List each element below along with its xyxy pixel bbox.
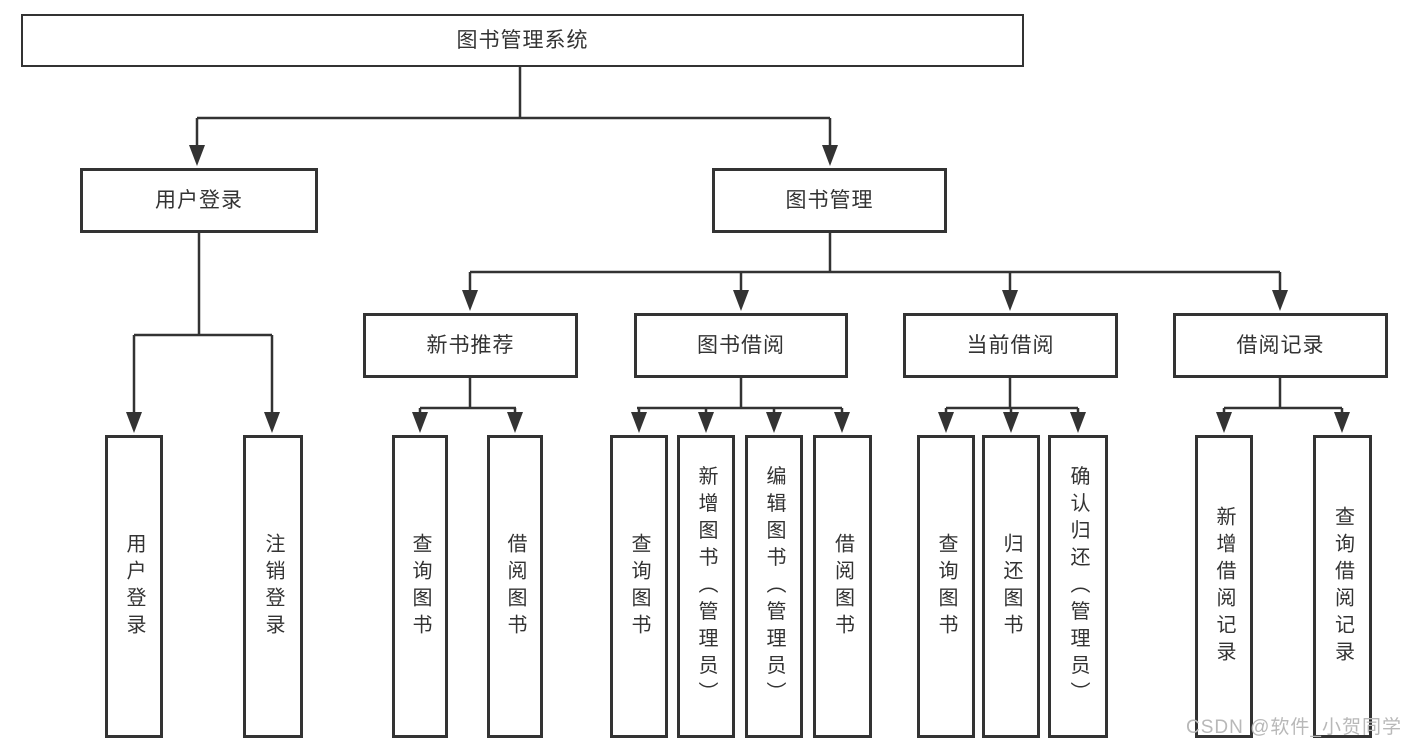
leaf-user-login: 用户登录 [105,435,163,738]
connector-segments [132,64,1344,413]
leaf-logout: 注销登录 [243,435,303,738]
leaf-return-book: 归还图书 [982,435,1040,738]
node-label: 图书管理系统 [456,29,589,52]
leaf-edit-book-admin: 编辑图书（管理员） [745,435,803,738]
leaf-label: 归还图书 [1000,532,1022,641]
node-current-borrow: 当前借阅 [903,313,1118,378]
leaf-label: 查询图书 [409,532,431,641]
watermark: CSDN @软件_小贺同学 [1186,717,1402,738]
leaf-add-borrow-record: 新增借阅记录 [1195,435,1253,738]
leaf-label: 新增图书（管理员） [695,465,717,708]
leaf-label: 查询借阅记录 [1331,505,1354,668]
leaf-label: 借阅图书 [504,532,526,641]
node-label: 借阅记录 [1236,334,1325,357]
leaf-confirm-return-admin: 确认归还（管理员） [1048,435,1108,738]
leaf-label: 借阅图书 [831,532,854,641]
leaf-query-books-recommend: 查询图书 [392,435,448,738]
leaf-query-books-borrow: 查询图书 [610,435,668,738]
leaf-label: 确认归还（管理员） [1067,465,1089,708]
node-user-login: 用户登录 [80,168,318,233]
node-book-borrow: 图书借阅 [634,313,848,378]
node-root: 图书管理系统 [21,14,1024,67]
node-label: 用户登录 [155,189,243,212]
leaf-query-borrow-record: 查询借阅记录 [1313,435,1372,738]
node-borrow-record: 借阅记录 [1173,313,1388,378]
node-label: 图书管理 [785,189,874,212]
leaf-borrow-books-recommend: 借阅图书 [487,435,543,738]
node-book-management: 图书管理 [712,168,947,233]
leaf-label: 编辑图书（管理员） [763,465,785,708]
leaf-label: 查询图书 [935,532,957,641]
leaf-add-book-admin: 新增图书（管理员） [677,435,735,738]
leaf-borrow-books: 借阅图书 [813,435,872,738]
node-label: 图书借阅 [697,334,785,357]
leaf-label: 查询图书 [628,532,650,641]
node-new-book-recommend: 新书推荐 [363,313,578,378]
node-label: 当前借阅 [966,334,1055,357]
leaf-query-books-current: 查询图书 [917,435,975,738]
leaf-label: 新增借阅记录 [1213,505,1235,668]
leaf-label: 用户登录 [123,532,145,641]
node-label: 新书推荐 [426,334,515,357]
leaf-label: 注销登录 [262,532,284,641]
